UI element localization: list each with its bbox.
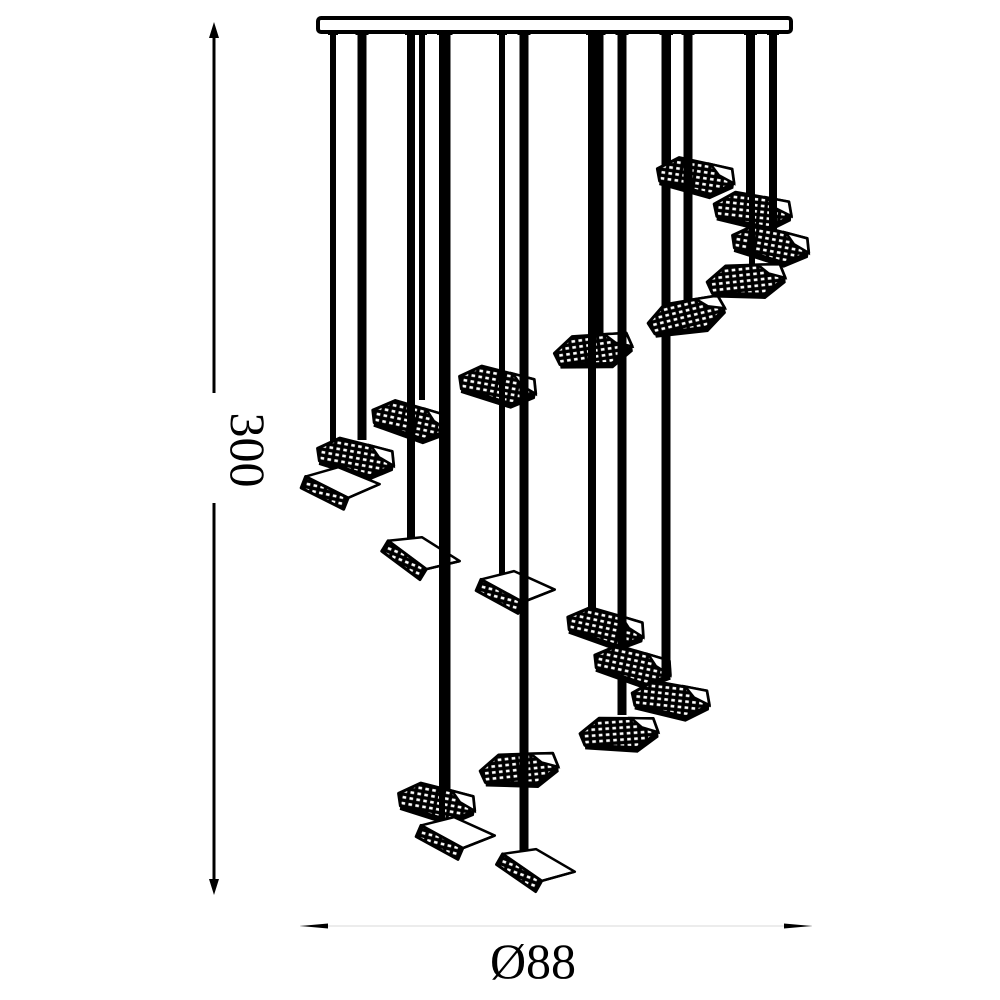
rod-mount [586,32,598,35]
cage-lamp-shade [474,569,557,615]
pendant-rod [749,32,755,265]
pendant-rod [357,32,367,440]
rod-mount [517,32,531,35]
rod-mount [328,32,338,35]
pendant-rod [665,32,671,165]
pendant [731,32,811,268]
rod-mount [437,32,447,35]
pendant-rod [439,32,445,825]
cage-lamp-shade [655,156,736,200]
pendant [478,32,561,788]
cage-lamp-shade [478,751,561,788]
rod-mount [681,32,695,35]
pendant-group [299,32,811,894]
pendant [414,32,497,861]
cage-lamp-shade [495,847,577,894]
arrow-down-icon [209,879,219,895]
rod-mount [615,32,629,35]
rod-mount [663,32,673,35]
pendant [646,32,728,338]
rod-mount [767,32,779,35]
pendant [630,32,712,722]
pendant-rod [519,32,529,860]
arrow-up-icon [209,22,219,38]
pendant [299,32,381,511]
pendant-rod [441,32,451,790]
pendant [495,32,577,894]
cage-lamp-shade [414,815,497,861]
pendant [655,32,736,200]
cage-lamp-shade [705,262,788,299]
pendant-rod [330,32,336,445]
pendant [705,32,788,299]
pendant-rod [407,32,415,540]
rod-mount [405,32,417,35]
height-dimension: 300 [209,22,276,895]
cage-lamp-shade [630,679,712,722]
pendant [474,32,557,615]
rod-mount [497,32,507,35]
cage-lamp-shade [299,465,381,511]
pendant [316,32,396,481]
rod-mount [417,32,427,35]
pendant-rod [499,32,505,580]
pendant-rod [594,32,604,335]
pendant-rod [419,32,425,400]
rod-mount [355,32,369,35]
ceiling-canopy [316,16,793,34]
pendant-rod [769,32,777,232]
pendant-rod [617,32,627,650]
cage-lamp-shade [646,294,728,338]
rod-mount [747,32,757,35]
rod-mount [592,32,606,35]
cage-lamp-shade [316,436,396,481]
cage-lamp-shade [566,606,645,652]
diameter-dimension-label: Ø88 [490,933,576,989]
cage-lamp-shade [578,716,661,753]
height-dimension-label: 300 [220,413,276,488]
arrow-left-icon [300,923,328,929]
pendant-rod [661,32,671,680]
pendant-rod [683,32,693,300]
pendant-rod [588,32,596,610]
diameter-dimension: Ø88 [300,923,812,989]
arrow-right-icon [784,923,812,929]
